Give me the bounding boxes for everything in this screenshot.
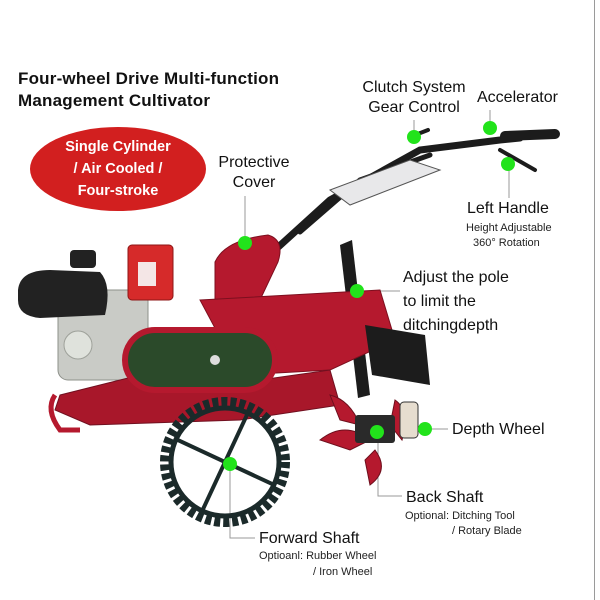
right-border-line [594, 0, 595, 600]
callout-clutch-system: Clutch System Gear Control [355, 78, 473, 118]
forward-shaft-note-2: / Iron Wheel [313, 566, 373, 578]
diagram-title: Four-wheel Drive Multi-function Manageme… [18, 68, 279, 112]
depth-wheel [399, 401, 419, 439]
marker-back-shaft [370, 425, 384, 439]
callout-text: Clutch System [362, 79, 466, 96]
back-shaft-note-2: / Rotary Blade [452, 525, 522, 537]
marker-clutch [407, 130, 421, 144]
marker-protective-cover [238, 236, 252, 250]
callout-protective-cover: Protective Cover [208, 153, 300, 193]
callout-text: ditchingdepth [403, 317, 499, 334]
badge-line-2: / Air Cooled / [73, 161, 163, 177]
back-shaft-note-1: Optional: Ditching Tool [405, 510, 515, 522]
marker-depth-wheel [418, 422, 432, 436]
callout-accelerator: Accelerator [477, 89, 558, 106]
badge-line-3: Four-stroke [77, 183, 159, 199]
left-handle-note-2: 360° Rotation [473, 237, 540, 249]
left-handle-note-1: Height Adjustable [466, 222, 552, 234]
handle-shield [328, 159, 442, 206]
forward-shaft-note-1: Optioanl: Rubber Wheel [259, 550, 377, 562]
marker-adjust-pole [350, 284, 364, 298]
air-filter [18, 270, 108, 318]
callout-back-shaft: Back Shaft [406, 489, 484, 506]
callout-text: Gear Control [368, 99, 460, 116]
title-line-1: Four-wheel Drive Multi-function [18, 69, 280, 88]
ditching-plate [365, 325, 430, 385]
callout-depth-wheel: Depth Wheel [452, 421, 545, 438]
callout-text: Protective [218, 154, 290, 171]
marker-forward-shaft [223, 457, 237, 471]
engine-spec-badge: Single Cylinder / Air Cooled / Four-stro… [30, 127, 206, 211]
chain-case [122, 327, 278, 393]
callout-left-handle: Left Handle [467, 200, 549, 217]
title-line-2: Management Cultivator [18, 91, 211, 110]
callout-text: Cover [232, 174, 276, 191]
marker-accelerator [483, 121, 497, 135]
callout-adjust-pole: Adjust the pole to limit the ditchingdep… [403, 266, 509, 338]
marker-left-handle [501, 157, 515, 171]
badge-line-1: Single Cylinder [65, 139, 171, 155]
protective-cover [214, 234, 281, 301]
callout-text: to limit the [403, 293, 476, 310]
callout-text: Adjust the pole [403, 269, 509, 286]
callout-forward-shaft: Forward Shaft [259, 530, 360, 547]
